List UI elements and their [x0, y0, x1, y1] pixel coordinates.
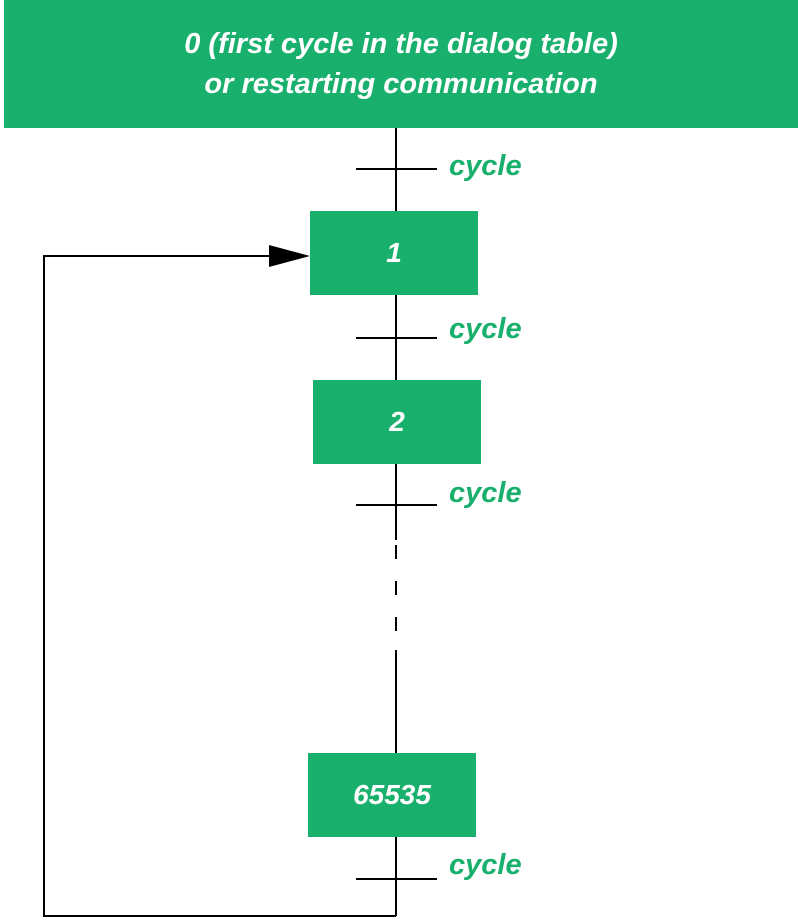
loop-back-line	[43, 255, 396, 917]
transition-label-2: cycle	[449, 477, 522, 509]
loop-back-arrowhead	[269, 245, 310, 267]
step-box-last: 65535	[308, 753, 476, 837]
step-label-1: 1	[386, 237, 402, 268]
step-label-last: 65535	[353, 779, 431, 810]
step-box-1: 1	[310, 211, 478, 295]
transition-label-1: cycle	[449, 313, 522, 345]
step-label-2: 2	[389, 406, 405, 437]
transition-label-3: cycle	[449, 849, 522, 881]
transition-label-0: cycle	[449, 150, 522, 182]
initial-step-line1: 0 (first cycle in the dialog table)	[184, 28, 618, 60]
step-box-2: 2	[313, 380, 481, 464]
initial-step-box: 0 (first cycle in the dialog table) or r…	[4, 0, 798, 128]
initial-step-line2: or restarting communication	[204, 68, 598, 100]
